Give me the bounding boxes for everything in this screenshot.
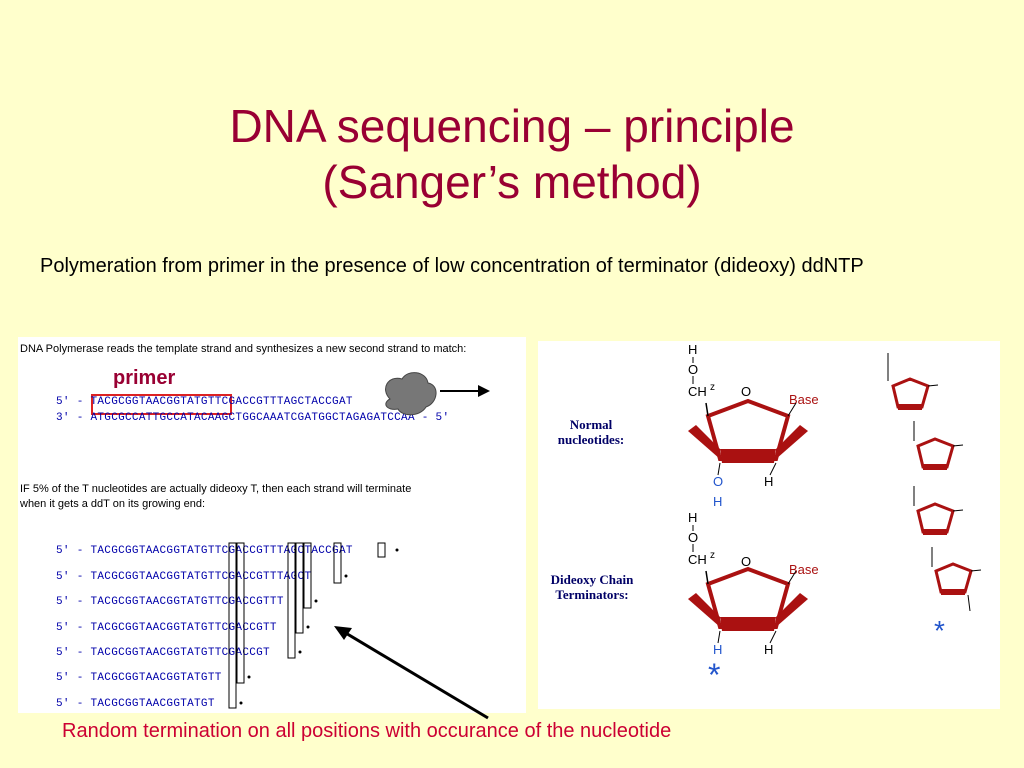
fragment-row: 5' - TACGCGGTAACGGTATGTTCGACCGT xyxy=(56,647,270,659)
sequence-figure: DNA Polymerase reads the template strand… xyxy=(18,337,526,713)
sugar-ring-drawings xyxy=(688,353,982,644)
small-ring-icon xyxy=(891,377,973,594)
note-line-1: IF 5% of the T nucleotides are actually … xyxy=(20,483,412,495)
figure-header: DNA Polymerase reads the template strand… xyxy=(20,343,467,355)
atom-z: z xyxy=(710,550,715,561)
atom-o: O xyxy=(688,362,699,377)
atom-o: O xyxy=(688,530,699,545)
ring-icon xyxy=(688,525,808,644)
atom-o: O xyxy=(713,474,724,489)
atom-h: H xyxy=(688,510,698,525)
title-line-1: DNA sequencing – principle xyxy=(229,100,795,152)
fragment-row: 5' - TACGCGGTAACGGTATGTTCGACCGTT xyxy=(56,622,277,634)
fragment-row: 5' - TACGCGGTAACGGTATGT xyxy=(56,698,215,710)
atom-base: Base xyxy=(789,562,819,577)
note-line-2: when it gets a ddT on its growing end: xyxy=(20,498,206,510)
primer-label: primer xyxy=(113,367,176,389)
slide-subtitle: Polymeration from primer in the presence… xyxy=(40,255,864,277)
normal-nucleotides-label: Normal nucleotides: xyxy=(546,417,636,447)
slide-title: DNA sequencing – principle (Sanger’s met… xyxy=(0,98,1024,210)
atom-h: H xyxy=(713,642,723,657)
nucleotide-structure-figure: Normal nucleotides: Dideoxy Chain Termin… xyxy=(538,341,1000,709)
slide-caption: Random termination on all positions with… xyxy=(62,720,672,742)
normal-label-line-2: nucleotides: xyxy=(557,432,625,447)
atom-o: O xyxy=(741,554,752,569)
fragment-row: 5' - TACGCGGTAACGGTATGTTCGACCGTTTAGCT xyxy=(56,571,312,583)
ring-icon xyxy=(688,357,808,476)
atom-z: z xyxy=(710,382,715,393)
atom-h: H xyxy=(764,474,774,489)
atom-ch: CH xyxy=(688,384,707,399)
title-line-2: (Sanger’s method) xyxy=(322,156,702,208)
atom-h: H xyxy=(764,642,774,657)
template-strand-5: 5' - TACGCGGTAACGGTATGTTCGACCGTTTAGCTACC… xyxy=(56,396,353,408)
dideoxy-label-line-2: Terminators: xyxy=(555,587,629,602)
atom-h: H xyxy=(713,494,723,509)
dideoxy-label-line-1: Dideoxy Chain xyxy=(550,572,634,587)
primer-box xyxy=(91,394,232,415)
atom-h: H xyxy=(688,342,698,357)
atom-base: Base xyxy=(789,392,819,407)
fragment-row: 5' - TACGCGGTAACGGTATGTT xyxy=(56,672,222,684)
fragment-row: 5' - TACGCGGTAACGGTATGTTCGACCGTTTAGCTACC… xyxy=(56,545,353,557)
atom-o: O xyxy=(741,384,752,399)
atom-ch: CH xyxy=(688,552,707,567)
asterisk-icon: * xyxy=(708,657,721,693)
template-strand-3: 3' - ATGCGCCATTGCCATACAAGCTGGCAAATCGATGG… xyxy=(56,412,450,424)
asterisk-icon: * xyxy=(934,615,945,646)
normal-label-line-1: Normal xyxy=(569,417,613,432)
polymerase-icon xyxy=(385,372,490,416)
fragment-row: 5' - TACGCGGTAACGGTATGTTCGACCGTTT xyxy=(56,596,284,608)
ddt-column-boxes xyxy=(228,542,399,709)
dideoxy-terminators-label: Dideoxy Chain Terminators: xyxy=(544,572,640,602)
